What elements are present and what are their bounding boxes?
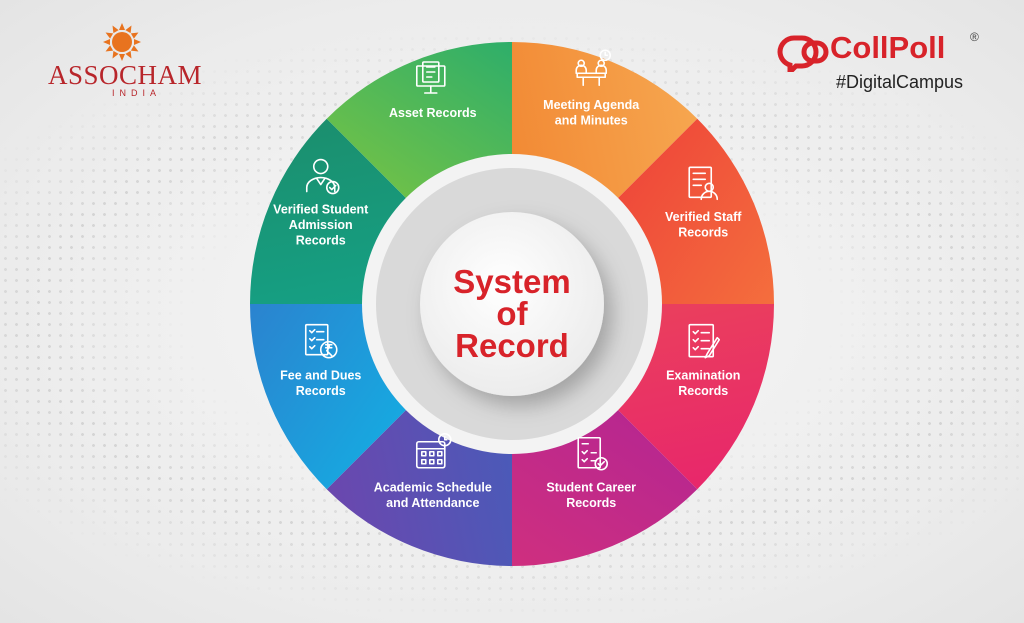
exam-checklist-icon — [688, 323, 721, 359]
fee-rupee-icon — [304, 323, 338, 359]
center-title-line-2: of — [496, 295, 528, 332]
segment-label-line: Academic Schedule — [374, 480, 492, 494]
sun-emblem-icon — [103, 23, 141, 61]
segment-label-line: Records — [296, 233, 346, 247]
assocham-logo: ASSOCHAM INDIA — [40, 22, 220, 102]
meeting-icon — [575, 49, 612, 87]
segment-label-line: Meeting Agenda — [543, 98, 640, 112]
segment-label-line: Records — [296, 384, 346, 398]
segment-label-line: Fee and Dues — [280, 368, 361, 382]
wheel-segment — [326, 408, 512, 566]
segment-label-line: Admission — [289, 218, 353, 232]
assocham-subtitle: INDIA — [112, 88, 162, 98]
wheel-segment — [512, 408, 698, 566]
segment-label-line: Asset Records — [389, 106, 477, 120]
calendar-clock-icon — [415, 432, 452, 469]
segment-label-line: and Attendance — [386, 496, 479, 510]
chat-bubble-logo-icon — [777, 35, 829, 72]
collpoll-logo: CollPoll ® #DigitalCampus — [774, 28, 994, 98]
hub-center-disc — [420, 212, 604, 396]
segment-label-line: Records — [678, 226, 728, 240]
student-verified-icon — [305, 158, 340, 195]
wheel-segment — [616, 118, 774, 304]
center-title-line-1: System — [453, 263, 570, 300]
segment-label-line: Records — [566, 496, 616, 510]
collpoll-tagline: #DigitalCampus — [836, 72, 964, 92]
center-title-line-3: Record — [455, 327, 569, 364]
asset-monitor-icon — [415, 61, 446, 94]
segment-label-line: Verified Student — [273, 202, 369, 216]
wheel-segment — [616, 304, 775, 490]
registered-mark: ® — [970, 30, 979, 44]
segment-label-line: and Minutes — [555, 114, 628, 128]
segment-label-line: Records — [678, 384, 728, 398]
career-document-icon — [577, 436, 609, 471]
segment-label-line: Examination — [666, 368, 740, 382]
collpoll-wordmark: CollPoll — [830, 30, 946, 65]
wheel-segment — [250, 118, 408, 304]
segment-label-line: Verified Staff — [665, 210, 742, 224]
segment-label-line: Student Career — [546, 480, 636, 494]
wheel-segment — [512, 42, 698, 200]
staff-record-icon — [688, 166, 719, 201]
assocham-wordmark: ASSOCHAM — [48, 60, 203, 90]
wheel-segment — [250, 304, 408, 490]
wheel-segment — [326, 42, 512, 200]
